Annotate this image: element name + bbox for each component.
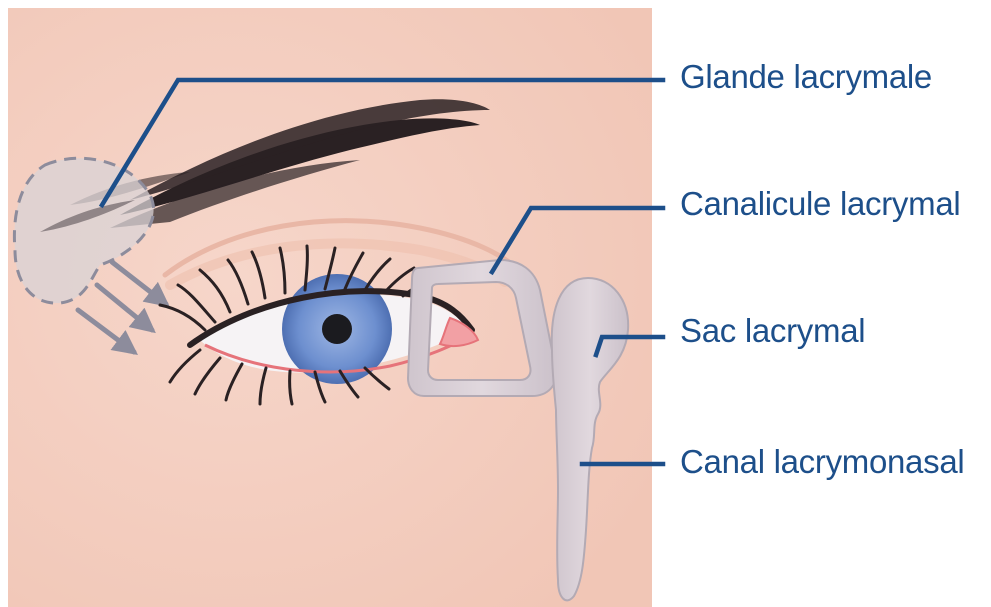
label-canalicule-lacrymal: Canalicule lacrymal	[680, 184, 960, 224]
label-sac-lacrymal: Sac lacrymal	[680, 311, 865, 351]
label-glande-lacrymale: Glande lacrymale	[680, 57, 932, 97]
label-canal-lacrymonasal: Canal lacrymonasal	[680, 442, 964, 482]
pupil	[322, 314, 352, 344]
